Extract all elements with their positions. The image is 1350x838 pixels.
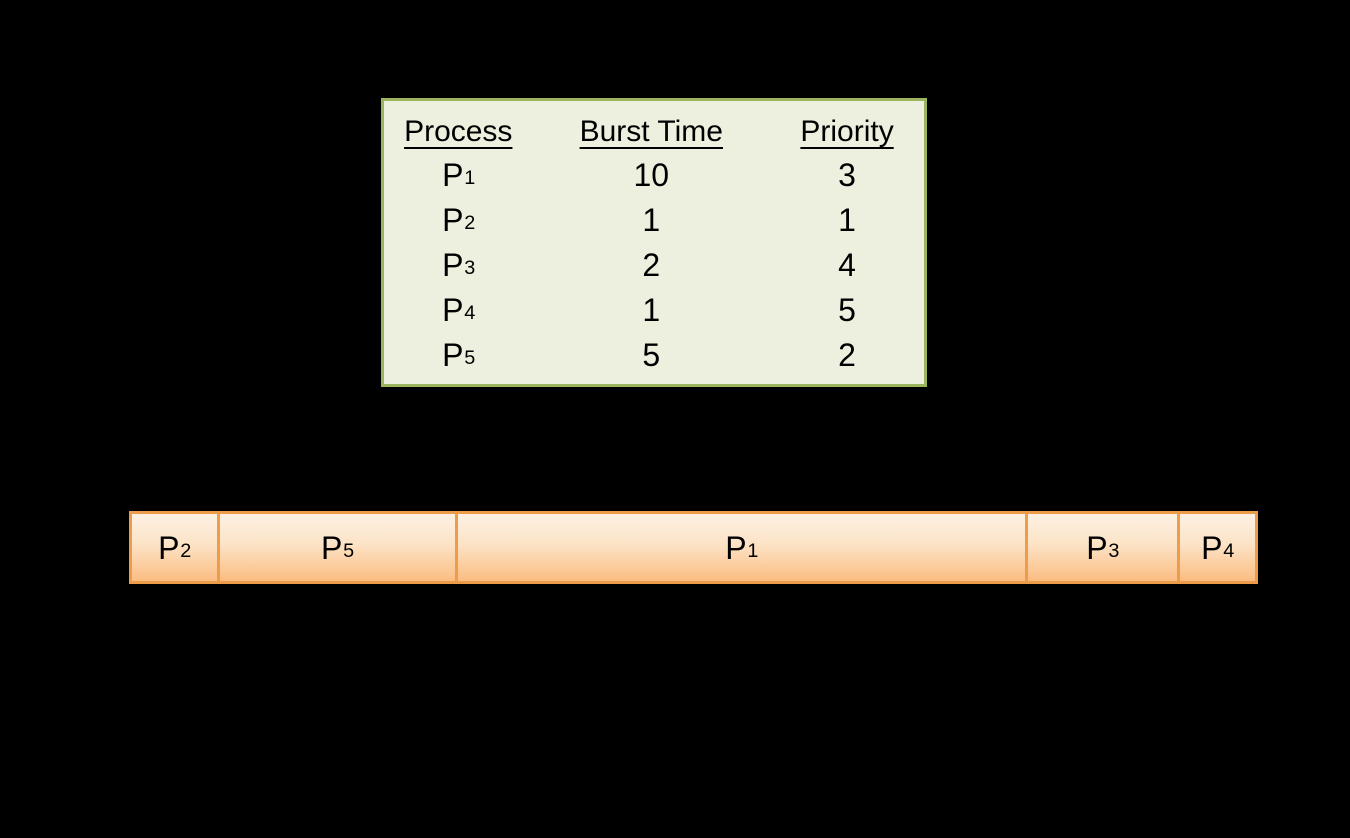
burst-time-value: 5	[642, 336, 661, 373]
gantt-cell-label: P	[158, 529, 180, 566]
gantt-cell-label: P	[320, 529, 343, 566]
gantt-cell-label: P	[1201, 529, 1223, 566]
column-header-priority: Priority	[800, 115, 894, 148]
process-label-base: P	[442, 336, 464, 373]
column-header-process: Process	[404, 115, 513, 148]
gantt-cell-label: P	[725, 529, 747, 566]
priority-value: 3	[838, 156, 856, 193]
priority-value: 5	[838, 291, 856, 328]
process-label-base: P	[442, 201, 464, 238]
burst-time-value: 10	[633, 156, 670, 193]
gantt-cell-label: P	[1086, 529, 1108, 566]
burst-time-value: 1	[642, 201, 661, 238]
process-label-base: P	[442, 156, 464, 193]
priority-value: 4	[838, 246, 856, 283]
priority-value: 2	[838, 336, 856, 373]
burst-time-value: 2	[642, 246, 661, 283]
process-label-base: P	[442, 246, 464, 283]
burst-time-value: 1	[642, 291, 661, 328]
priority-value: 1	[838, 201, 856, 238]
column-header-burst-time: Burst Time	[579, 115, 723, 148]
process-label-base: P	[442, 291, 464, 328]
